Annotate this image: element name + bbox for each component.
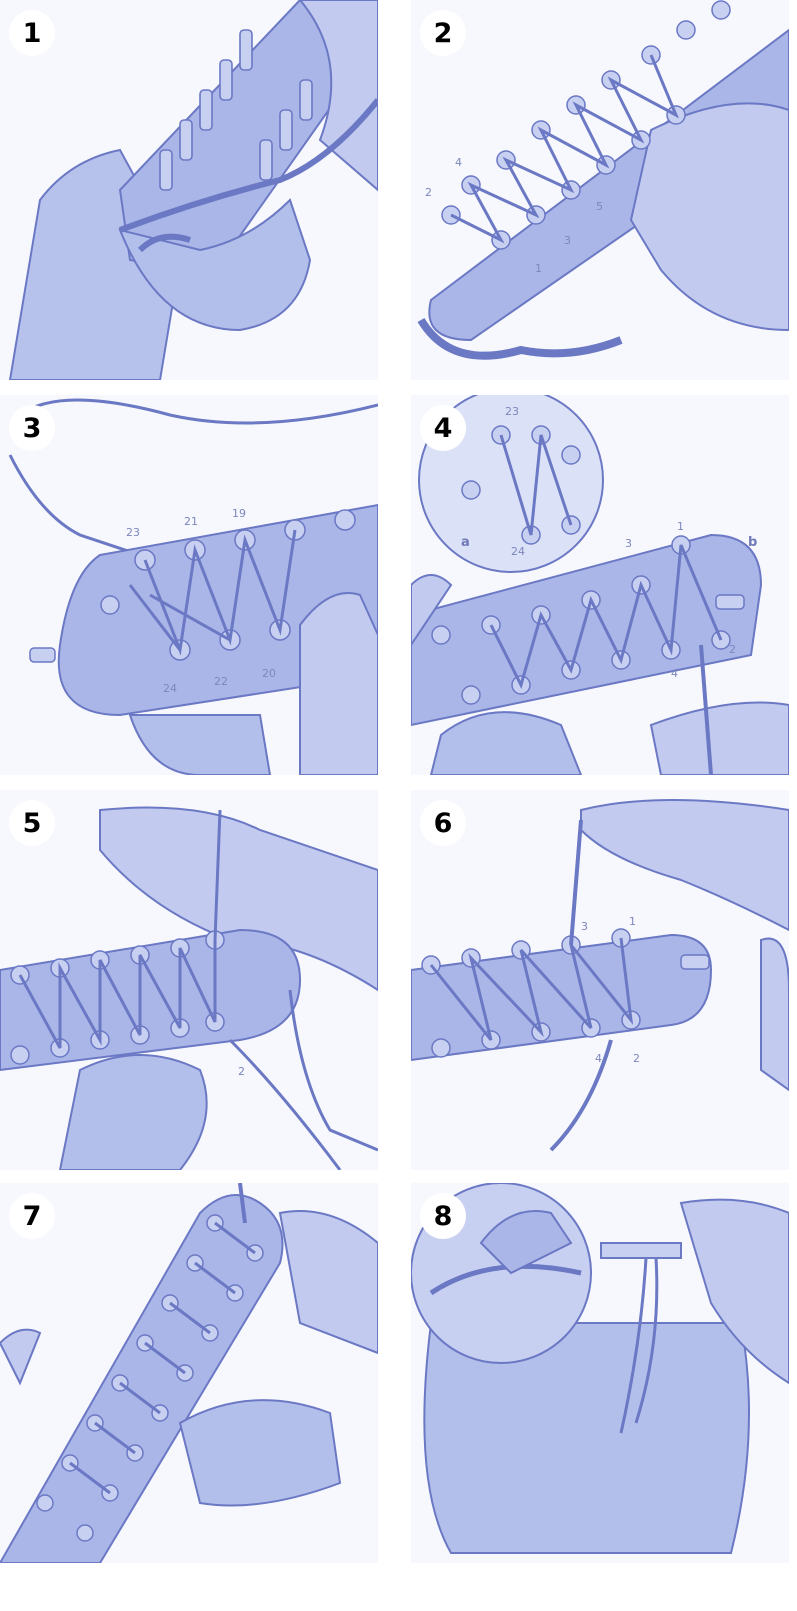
- step-8-panel: 8: [411, 1183, 789, 1563]
- peg-label: 4: [671, 667, 678, 680]
- step-number-badge: 8: [420, 1193, 466, 1239]
- step-number-badge: 4: [420, 405, 466, 451]
- peg-label: 1: [535, 262, 542, 275]
- peg-label: 4: [455, 156, 462, 169]
- peg-label: 4: [595, 1052, 602, 1065]
- step-5-illustration: [0, 790, 378, 1170]
- step-number-badge: 2: [420, 10, 466, 56]
- step-6-panel: 6 3 1 4 2: [411, 790, 789, 1170]
- step-4-panel: 4 23 24 a 3 1 b 4 2: [411, 395, 789, 775]
- peg-label: 2: [238, 1065, 245, 1078]
- step-number-badge: 1: [9, 10, 55, 56]
- step-5-panel: 5 2: [0, 790, 378, 1170]
- peg-label: 23: [126, 526, 140, 539]
- step-7-panel: 7: [0, 1183, 378, 1563]
- peg-label: 24: [163, 682, 177, 695]
- peg-label: 19: [232, 507, 246, 520]
- peg-label: 1: [677, 520, 684, 533]
- step-number-badge: 5: [9, 800, 55, 846]
- peg-label: 1: [629, 915, 636, 928]
- peg-label: 24: [511, 545, 525, 558]
- peg-label: 3: [564, 234, 571, 247]
- detail-label: b: [748, 535, 757, 550]
- step-1-illustration: [0, 0, 378, 380]
- step-2-panel: 2 2 4 5 3 1: [411, 0, 789, 380]
- step-number-badge: 6: [420, 800, 466, 846]
- step-6-illustration: [411, 790, 789, 1170]
- peg-label: 2: [729, 643, 736, 656]
- detail-label: a: [461, 535, 470, 550]
- peg-label: 2: [425, 186, 432, 199]
- peg-label: 3: [625, 537, 632, 550]
- step-3-illustration: [0, 395, 378, 775]
- peg-label: 20: [262, 667, 276, 680]
- step-2-illustration: [411, 0, 789, 380]
- step-4-illustration: [411, 395, 789, 775]
- peg-label: 21: [184, 515, 198, 528]
- peg-label: 5: [596, 200, 603, 213]
- step-1-panel: 1: [0, 0, 378, 380]
- peg-label: 23: [505, 405, 519, 418]
- step-number-badge: 7: [9, 1193, 55, 1239]
- peg-label: 22: [214, 675, 228, 688]
- step-8-illustration: [411, 1183, 789, 1563]
- step-3-panel: 3 23 21 19 24 22 20: [0, 395, 378, 775]
- step-7-illustration: [0, 1183, 378, 1563]
- peg-label: 2: [633, 1052, 640, 1065]
- step-number-badge: 3: [9, 405, 55, 451]
- peg-label: 3: [581, 920, 588, 933]
